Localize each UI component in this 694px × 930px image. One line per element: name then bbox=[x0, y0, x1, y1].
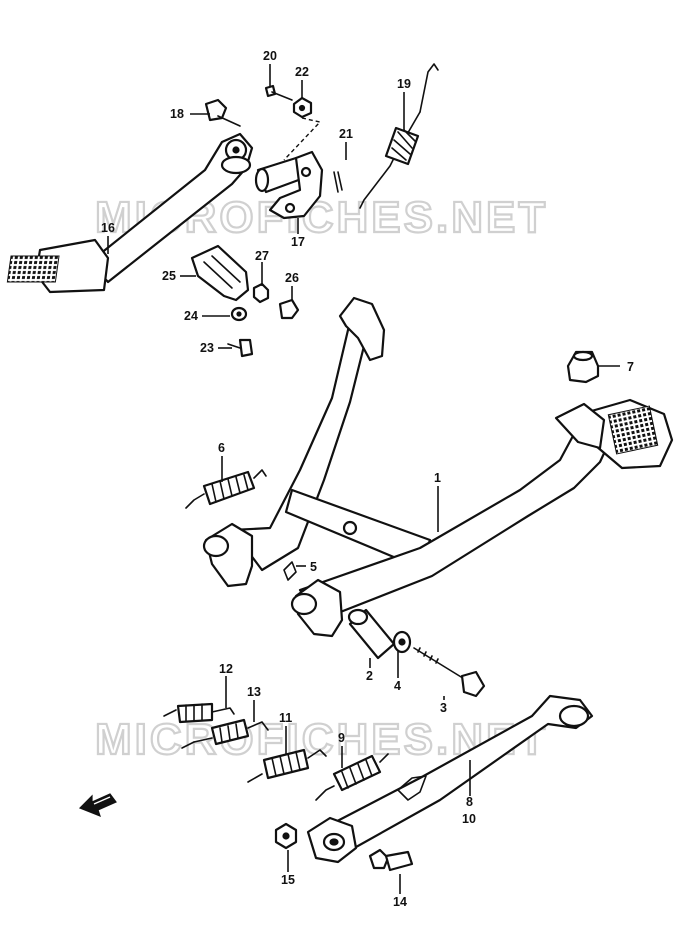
callout-11: 11 bbox=[279, 711, 292, 725]
callout-20: 20 bbox=[263, 49, 277, 63]
leader-lines bbox=[107, 64, 620, 894]
callout-24: 24 bbox=[184, 309, 198, 323]
callout-3: 3 bbox=[440, 701, 447, 715]
callout-26: 26 bbox=[285, 271, 299, 285]
nut-27 bbox=[252, 282, 270, 304]
callout-2: 2 bbox=[366, 669, 373, 683]
callout-8: 8 bbox=[466, 795, 473, 809]
collar-2 bbox=[347, 608, 396, 660]
callout-10: 10 bbox=[462, 812, 476, 826]
bolt-3 bbox=[413, 647, 486, 698]
callout-15: 15 bbox=[281, 873, 295, 887]
bolt-23 bbox=[227, 338, 254, 358]
callout-12: 12 bbox=[219, 662, 233, 676]
callout-14: 14 bbox=[393, 895, 407, 909]
callout-23: 23 bbox=[200, 341, 214, 355]
brake-pedal bbox=[6, 132, 254, 294]
center-stand bbox=[202, 296, 674, 638]
callout-13: 13 bbox=[247, 685, 261, 699]
washer-24 bbox=[230, 306, 248, 322]
cotter-pin-21 bbox=[333, 171, 343, 193]
callout-6: 6 bbox=[218, 441, 225, 455]
spring-6 bbox=[185, 469, 267, 509]
callout-25: 25 bbox=[162, 269, 176, 283]
callout-1: 1 bbox=[434, 471, 441, 485]
callout-9: 9 bbox=[338, 731, 345, 745]
callout-21: 21 bbox=[339, 127, 353, 141]
arrow-left-icon bbox=[78, 793, 117, 818]
brake-spring bbox=[359, 63, 439, 209]
nut-22 bbox=[292, 96, 313, 119]
callout-5: 5 bbox=[310, 560, 317, 574]
callout-16: 16 bbox=[101, 221, 115, 235]
callout-22: 22 bbox=[295, 65, 309, 79]
nut-15 bbox=[274, 822, 298, 850]
bracket-25 bbox=[190, 244, 250, 302]
washer-4 bbox=[392, 630, 412, 654]
cotter-pin-5 bbox=[283, 561, 297, 581]
callout-19: 19 bbox=[397, 77, 411, 91]
callout-18: 18 bbox=[170, 107, 184, 121]
pivot-bolt-14 bbox=[368, 848, 414, 872]
spring-9 bbox=[315, 753, 389, 801]
bolt-26 bbox=[278, 298, 300, 320]
callout-labels: 1 2 4 3 5 6 7 8 10 9 11 12 13 14 15 16 1… bbox=[101, 49, 634, 909]
side-stand bbox=[306, 694, 594, 864]
bolt-18 bbox=[204, 98, 241, 127]
spring-12 bbox=[163, 702, 235, 724]
stopper-7 bbox=[566, 350, 600, 384]
callout-7: 7 bbox=[627, 360, 634, 374]
pedal-shaft-arm bbox=[254, 150, 324, 220]
pin-20 bbox=[264, 84, 293, 101]
spring-13 bbox=[181, 718, 269, 749]
callout-4: 4 bbox=[394, 679, 401, 693]
callout-17: 17 bbox=[291, 235, 305, 249]
spring-11 bbox=[247, 748, 327, 783]
callout-27: 27 bbox=[255, 249, 269, 263]
